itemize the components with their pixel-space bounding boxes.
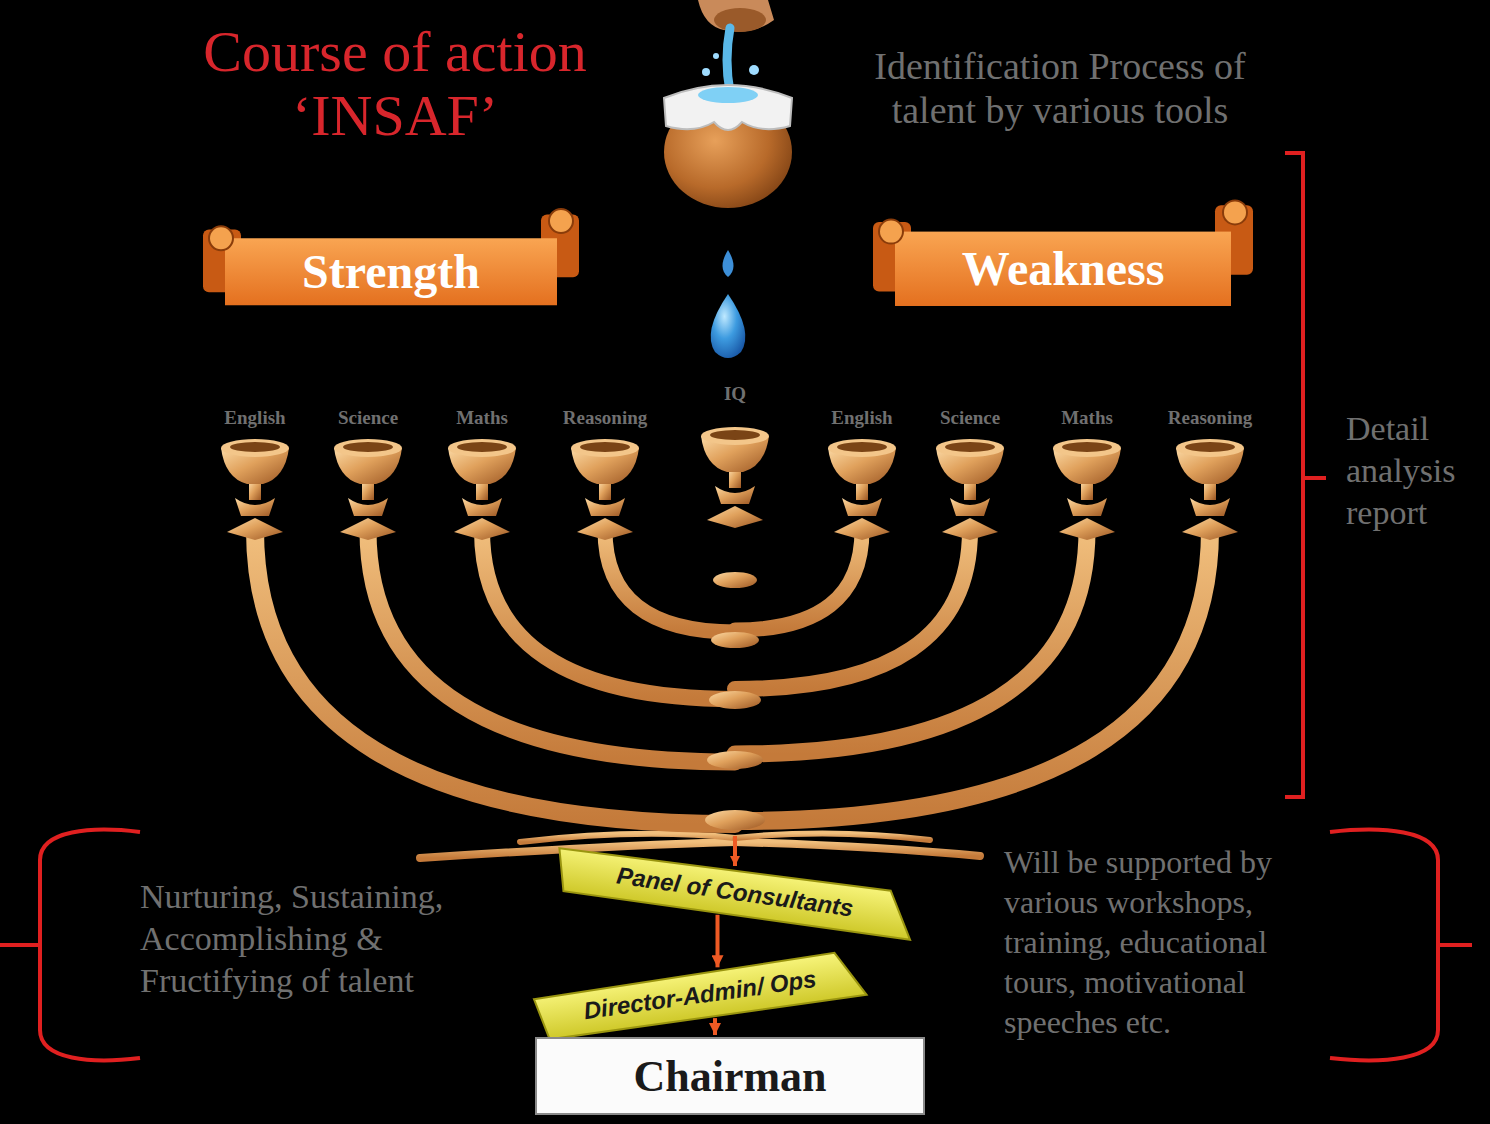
lamp-label: Science [314, 406, 422, 430]
diagram-title: Course of action ‘INSAF’ [160, 20, 630, 148]
brackets [0, 153, 1472, 1060]
lamp-label: English [201, 406, 309, 430]
node-text-area: Director-Admin/ Ops [533, 949, 866, 1040]
connector-arrow [713, 1018, 717, 1035]
sign-shape [554, 844, 917, 940]
lamp-cup [1176, 439, 1244, 540]
water-pot [664, 0, 792, 358]
knot [709, 691, 761, 709]
connector-arrow [716, 915, 720, 968]
lamp-cups [221, 427, 1244, 540]
box-shape [536, 1038, 924, 1114]
water-stream [727, 28, 730, 92]
lamp-cup [571, 439, 639, 540]
splash [749, 65, 759, 75]
water-drop [711, 294, 746, 358]
bracket-tick [1438, 943, 1472, 947]
lamp-cup [1053, 439, 1121, 540]
sign-label: Director-Admin/ Ops [582, 965, 818, 1025]
side-note: Nurturing, Sustaining, Accomplishing & F… [140, 876, 502, 1002]
scroll-curl [879, 220, 903, 244]
lamp-label: IQ [681, 382, 789, 406]
banner-label: Strength [302, 244, 480, 299]
process-box: Chairman [535, 1037, 925, 1115]
lamp-label: Reasoning [551, 406, 659, 430]
right-brace [1330, 830, 1438, 1061]
hand [698, 0, 774, 32]
scroll-curl [1223, 200, 1247, 224]
lamp-cup [221, 439, 289, 540]
left-brace [40, 830, 140, 1061]
splash [713, 53, 719, 59]
lamp-label: English [808, 406, 916, 430]
side-note: Will be supported by various workshops, … [1004, 842, 1330, 1042]
report-bracket [1285, 153, 1303, 797]
knot [711, 632, 759, 648]
knot [705, 810, 765, 830]
lamp-label: Maths [428, 406, 536, 430]
stem [724, 520, 746, 848]
arm [735, 530, 1087, 754]
weakness-banner: Weakness [873, 198, 1253, 318]
lamp-cup [828, 439, 896, 540]
knot [713, 572, 757, 588]
knot [707, 751, 763, 769]
lamp-cup [701, 427, 769, 528]
scroll-curl [549, 209, 573, 233]
arm [735, 530, 970, 689]
node-text-area: Chairman [535, 1037, 925, 1115]
node-text-area: Weakness [903, 232, 1223, 306]
box-label: Chairman [633, 1051, 826, 1102]
arm [368, 530, 735, 762]
bracket-tick [1303, 476, 1326, 480]
pot-cloth [664, 85, 792, 130]
foot [735, 842, 980, 856]
scroll-curl [209, 226, 233, 250]
candelabra [255, 520, 1210, 858]
strength-banner: Strength [203, 208, 579, 316]
banner-label: Weakness [962, 241, 1165, 296]
sign-shape [533, 949, 866, 1040]
lamp-label: Science [916, 406, 1024, 430]
sign-label: Panel of Consultants [615, 862, 855, 923]
stem-knots [705, 572, 765, 830]
arm [255, 530, 735, 824]
stem-arrow [733, 836, 737, 866]
banner-body [225, 238, 557, 305]
side-note: Detail analysis report [1346, 408, 1486, 534]
bracket-tick [0, 943, 40, 947]
lamp-label: Reasoning [1156, 406, 1264, 430]
foot [520, 834, 735, 842]
lamp-cup [334, 439, 402, 540]
arm [735, 530, 1210, 821]
lamp-cup [448, 439, 516, 540]
lamp-cup [936, 439, 1004, 540]
banner-body [895, 232, 1231, 306]
water-on-cloth [698, 87, 758, 103]
sign-board: Director-Admin/ Ops [533, 949, 866, 1040]
arm [482, 530, 735, 699]
small-drop [723, 250, 734, 277]
process-note: Identification Process of talent by vari… [830, 44, 1290, 132]
pouring-vessel [714, 8, 766, 32]
lamp-label: Maths [1033, 406, 1141, 430]
splash [702, 68, 710, 76]
foot [735, 833, 930, 840]
node-text-area: Strength [233, 238, 549, 305]
